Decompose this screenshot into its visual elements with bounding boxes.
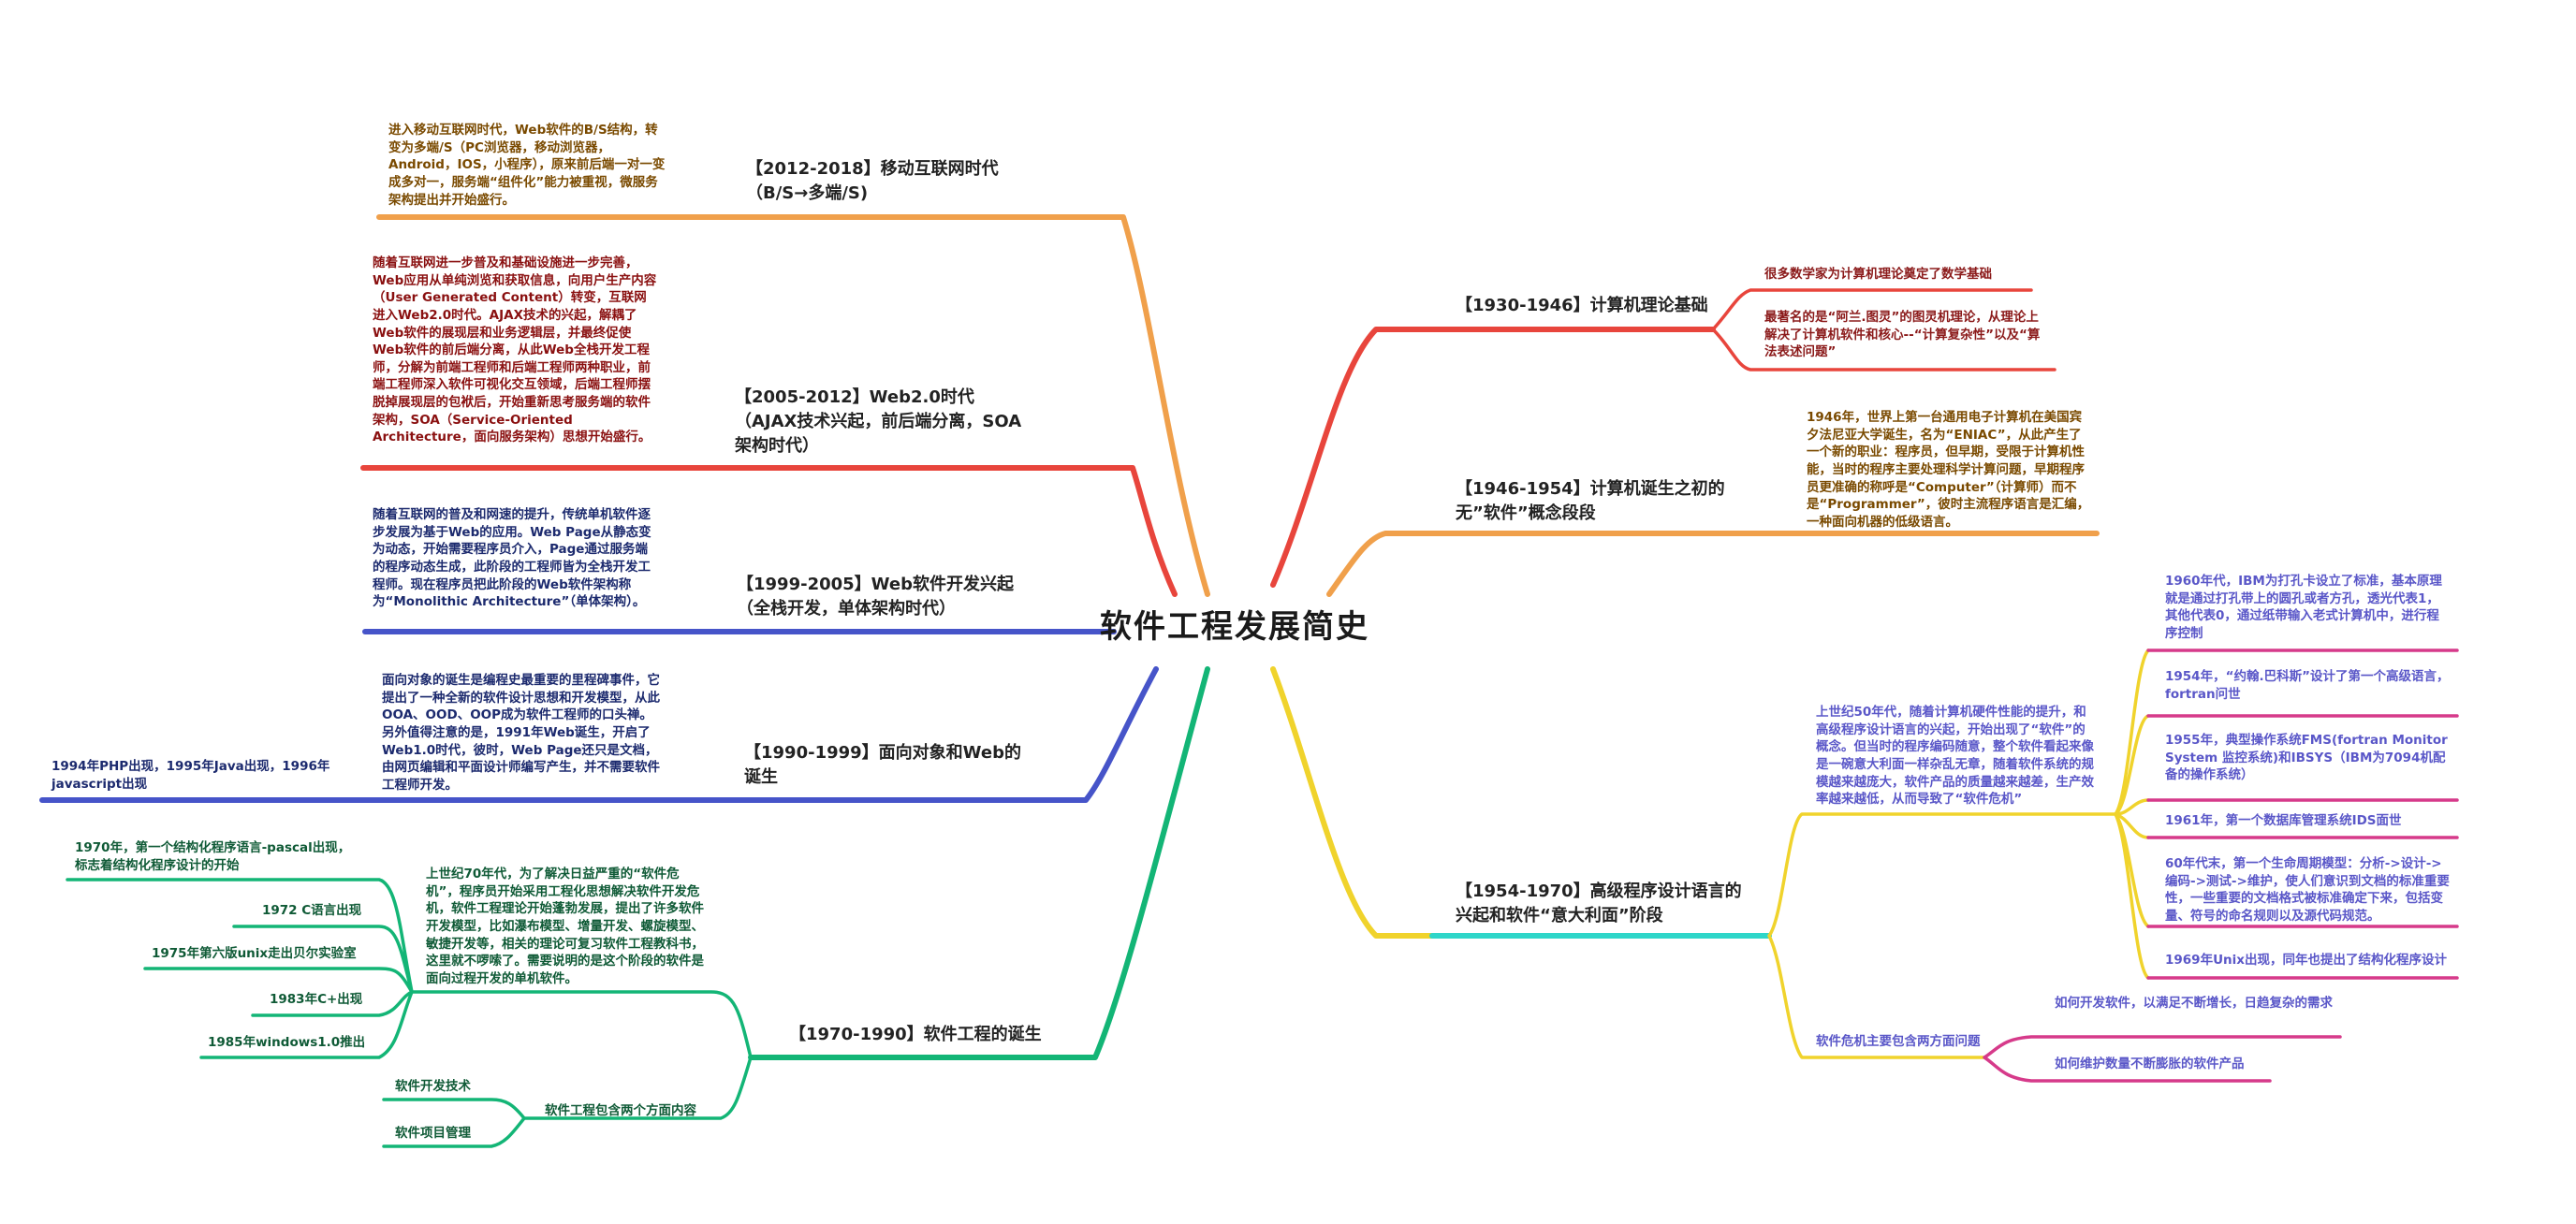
leaf-1970-2: 1975年第六版unix走出贝尔实验室 (152, 946, 357, 961)
branch-1930-1946: 【1930-1946】计算机理论基础 (1456, 296, 1708, 315)
leaf-1970-4: 1985年windows1.0推出 (208, 1035, 366, 1050)
connector-1930 (1270, 327, 1716, 588)
connector-1970-leaves (66, 878, 414, 1059)
crisis-item-0: 如何开发软件，以满足不断增长，日趋复杂的需求 (2055, 996, 2333, 1011)
sub-1970-item-1: 软件项目管理 (395, 1126, 471, 1141)
leaf-1970-0: 1970年，第一个结构化程序语言-pascal出现，标志着结构化程序设计的开始 (75, 840, 351, 873)
leaf-1954-1: 1954年，“约翰.巴科斯”设计了第一个高级语言，fortran问世 (2165, 669, 2450, 702)
leaf-1954-0: 1960年代，IBM为打孔卡设立了标准，基本原理就是通过打孔带上的圆孔或者方孔，… (2165, 574, 2442, 641)
note-1930-turing: 最著名的是“阿兰.图灵”的图灵机理论，从理论上解决了计算机软件和核心--“计算复… (1764, 310, 2041, 360)
branch-1990-1999: 【1990-1999】面向对象和Web的诞生 (744, 743, 1021, 788)
note-1999-web: 随着互联网的普及和网速的提升，传统单机软件逐步发展为基于Web的应用。Web P… (373, 507, 651, 610)
note-2005-web2: 随着互联网进一步普及和基础设施进一步完善，Web应用从单纯浏览和获取信息，向用户… (373, 255, 657, 445)
sub-1970-label: 软件工程包含两个方面内容 (545, 1103, 696, 1118)
note-2012-mobile: 进入移动互联网时代，Web软件的B/S结构，转变为多端/S（PC浏览器，移动浏览… (388, 123, 666, 208)
leaf-1970-3: 1983年C+出现 (270, 992, 363, 1007)
crisis-item-1: 如何维护数量不断膨胀的软件产品 (2055, 1056, 2245, 1071)
note-1954-crisis-intro: 上世纪50年代，随着计算机硬件性能的提升，和高级程序设计语言的兴起，开始出现了“… (1816, 705, 2094, 808)
note-1970-se: 上世纪70年代，为了解决日益严重的“软件危机”，程序员开始采用工程化思想解决软件… (426, 867, 704, 986)
branch-1970-1990: 【1970-1990】软件工程的诞生 (789, 1025, 1042, 1044)
connector-1990 (39, 666, 1159, 803)
branch-1946-1954: 【1946-1954】计算机诞生之初的无”软件”概念段段 (1456, 479, 1725, 524)
leaf-1954-3: 1961年，第一个数据库管理系统IDS面世 (2165, 813, 2402, 828)
note-1930-math: 很多数学家为计算机理论奠定了数学基础 (1764, 267, 1992, 282)
connector-1970-sub-leaves (382, 1098, 526, 1148)
connector-1954-leaf-lines (2146, 648, 2459, 980)
note-1946-eniac: 1946年，世界上第一台通用电子计算机在美国宾夕法尼亚大学诞生，名为“ENIAC… (1807, 410, 2090, 530)
connector-1954-leaves (2114, 648, 2150, 980)
branch-2012-2018: 【2012-2018】移动互联网时代（B/S→多端/S) (746, 159, 999, 204)
connector-1946 (1326, 531, 2100, 597)
connector-crisis (1983, 1035, 2342, 1083)
central-topic: 软件工程发展简史 (1100, 608, 1369, 646)
leaf-1954-5: 1969年Unix出现，同年也提出了结构化程序设计 (2165, 953, 2447, 968)
connector-1970 (748, 666, 1210, 1060)
connector-1930-notes (1711, 288, 2056, 372)
connector-1954 (1270, 666, 1435, 939)
branch-1954-1970: 【1954-1970】高级程序设计语言的兴起和软件“意大利面”阶段 (1456, 882, 1742, 926)
leaf-1970-1: 1972 C语言出现 (262, 903, 362, 918)
crisis-label: 软件危机主要包含两方面问题 (1816, 1034, 1981, 1049)
connector-2005 (360, 465, 1178, 597)
leaf-1954-4: 60年代末，第一个生命周期模型：分析->设计->编码->测试->维护，使人们意识… (2165, 856, 2450, 924)
leaf-1954-2: 1955年，典型操作系统FMS(fortran Monitor System 监… (2165, 733, 2448, 783)
sub-1970-item-0: 软件开发技术 (395, 1079, 471, 1094)
connector-1954-notes (1767, 812, 2117, 1059)
connector-1970-sub (410, 990, 753, 1120)
connector-2012 (376, 214, 1210, 597)
note-1990-oop: 面向对象的诞生是编程史最重要的里程碑事件，它提出了一种全新的软件设计思想和开发模… (382, 673, 660, 793)
branch-2005-2012: 【2005-2012】Web2.0时代（AJAX技术兴起，前后端分离，SOA架构… (735, 387, 1022, 457)
branch-1999-2005: 【1999-2005】Web软件开发兴起（全栈开发，单体架构时代） (737, 575, 1014, 619)
leaf-1990-langs: 1994年PHP出现，1995年Java出现，1996年javascript出现 (51, 759, 330, 792)
